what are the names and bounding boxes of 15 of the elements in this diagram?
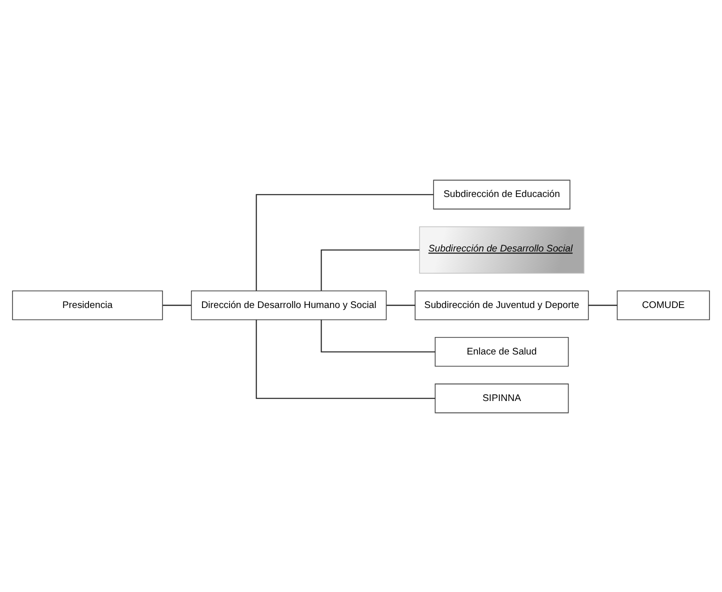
connector	[256, 194, 434, 290]
node-box: COMUDE	[616, 290, 710, 320]
connector	[320, 319, 436, 352]
node-box: Subdirección de Juventud y Deporte	[414, 290, 589, 320]
node-box: Subdirección de Desarrollo Social	[419, 226, 584, 274]
node-box: SIPINNA	[434, 383, 569, 413]
node-box: Subdirección de Educación	[433, 179, 570, 209]
connector	[320, 248, 420, 290]
connector	[588, 304, 618, 306]
connector	[386, 304, 416, 306]
node-box: Enlace de Salud	[434, 336, 569, 366]
node-box: Presidencia	[12, 290, 163, 320]
connector	[162, 304, 192, 306]
connector	[256, 319, 436, 398]
node-box: Dirección de Desarrollo Humano y Social	[190, 290, 387, 320]
